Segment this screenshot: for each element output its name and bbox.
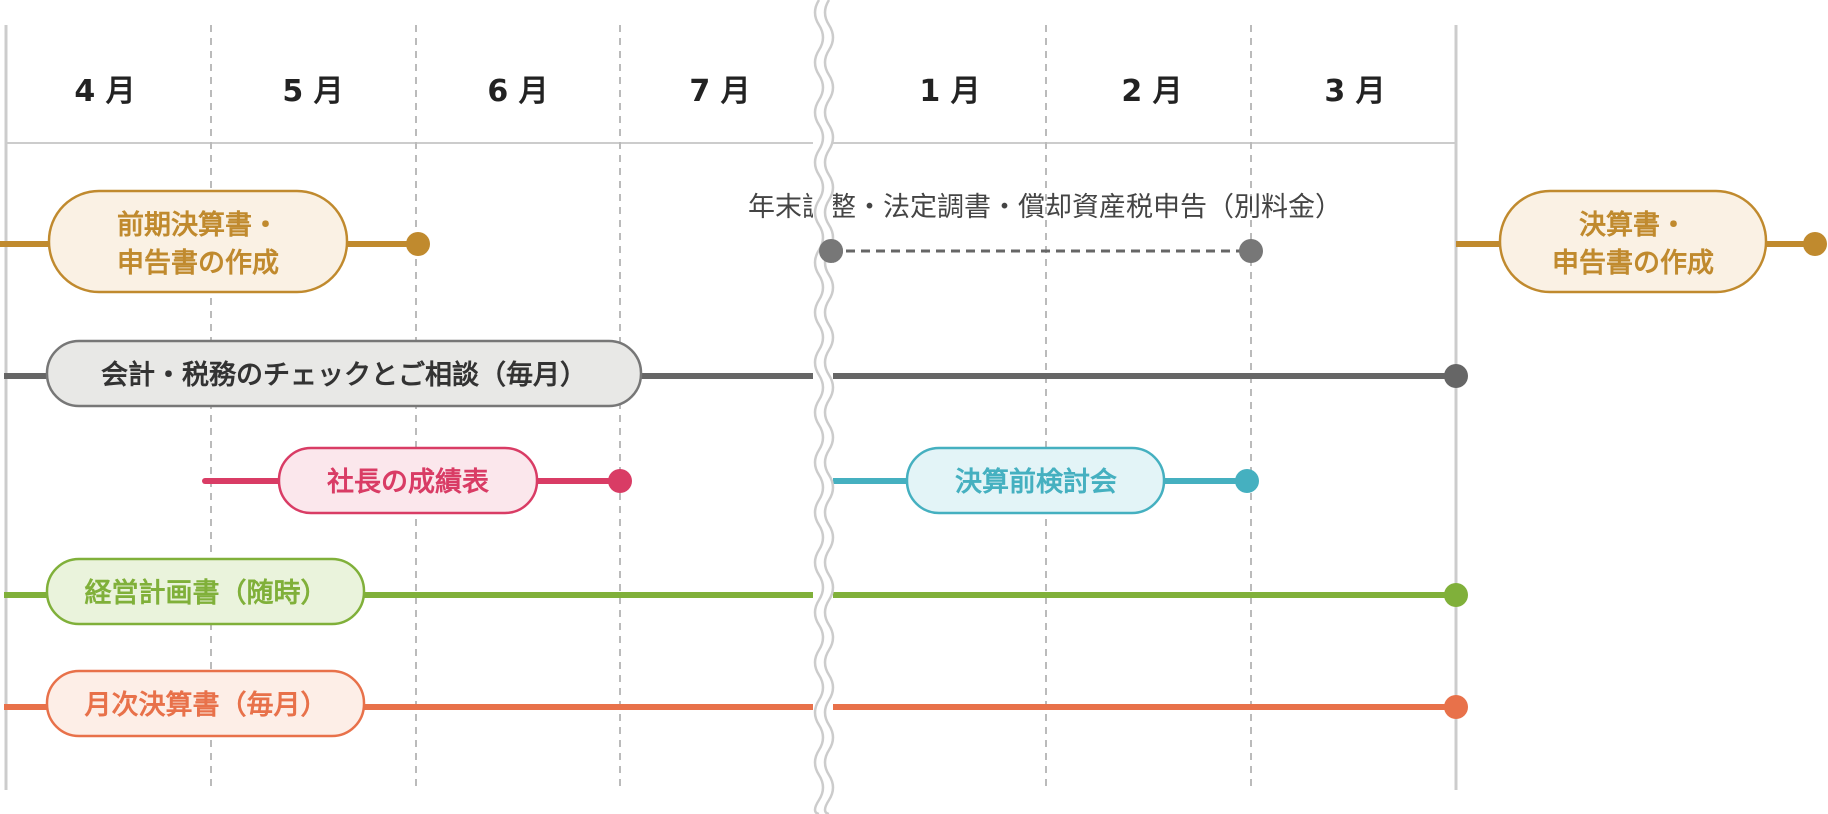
task-prev-settlement: 前期決算書・ 申告書の作成 [0,189,430,294]
task-pill [1498,189,1768,294]
task-label: 月次決算書（毎月） [84,689,328,721]
task-monthly-closing: 月次決算書（毎月） [4,669,1468,738]
end-dot [1444,695,1468,719]
task-label: 社長の成績表 [327,466,489,498]
end-dot [1239,239,1263,263]
task-label: 経営計画書（随時） [85,577,328,609]
end-dot [1444,364,1468,388]
task-pill [45,669,366,738]
end-dot [1803,232,1827,256]
task-label-line: 前期決算書・ [117,209,279,241]
task-president-report: 社長の成績表 [202,446,632,515]
task-label: 会計・税務のチェックとご相談（毎月） [101,359,587,391]
month-label-jun: 6 月 [487,74,548,109]
month-label-mar: 3 月 [1324,74,1385,109]
month-label-jan: 1 月 [919,74,980,109]
task-pill [45,557,366,626]
task-monthly-check: 会計・税務のチェックとご相談（毎月） [4,339,1468,408]
task-pill [45,339,643,408]
task-pill [277,446,539,515]
break-wave [823,0,835,814]
grid [4,25,1458,790]
month-label-may: 5 月 [282,74,343,109]
task-label-line: 申告書の作成 [1552,248,1714,279]
break-wave [813,0,825,814]
time-break [813,0,843,814]
task-label-line: 申告書の作成 [117,248,279,279]
task-pill [47,189,349,294]
task-business-plan: 経営計画書（随時） [4,557,1468,626]
month-label-jul: 7 月 [689,74,750,109]
task-pre-settlement: 決算前検討会 [829,446,1259,515]
task-settlement: 決算書・ 申告書の作成 [1456,189,1827,294]
end-dot [608,469,632,493]
task-label: 決算前検討会 [955,466,1117,498]
year-end-note: 年末調整・法定調書・償却資産税申告（別料金） [748,192,1342,223]
task-label-line: 決算書・ [1579,209,1687,241]
month-label-apr: 4 月 [74,74,135,109]
end-dot [1235,469,1259,493]
task-year-end: 年末調整・法定調書・償却資産税申告（別料金） [748,192,1342,263]
end-dot [406,232,430,256]
month-header: 4 月 5 月 6 月 7 月 1 月 2 月 3 月 [74,74,1385,109]
end-dot [1444,583,1468,607]
month-label-feb: 2 月 [1121,74,1182,109]
task-pill [905,446,1166,515]
start-dot [819,239,843,263]
